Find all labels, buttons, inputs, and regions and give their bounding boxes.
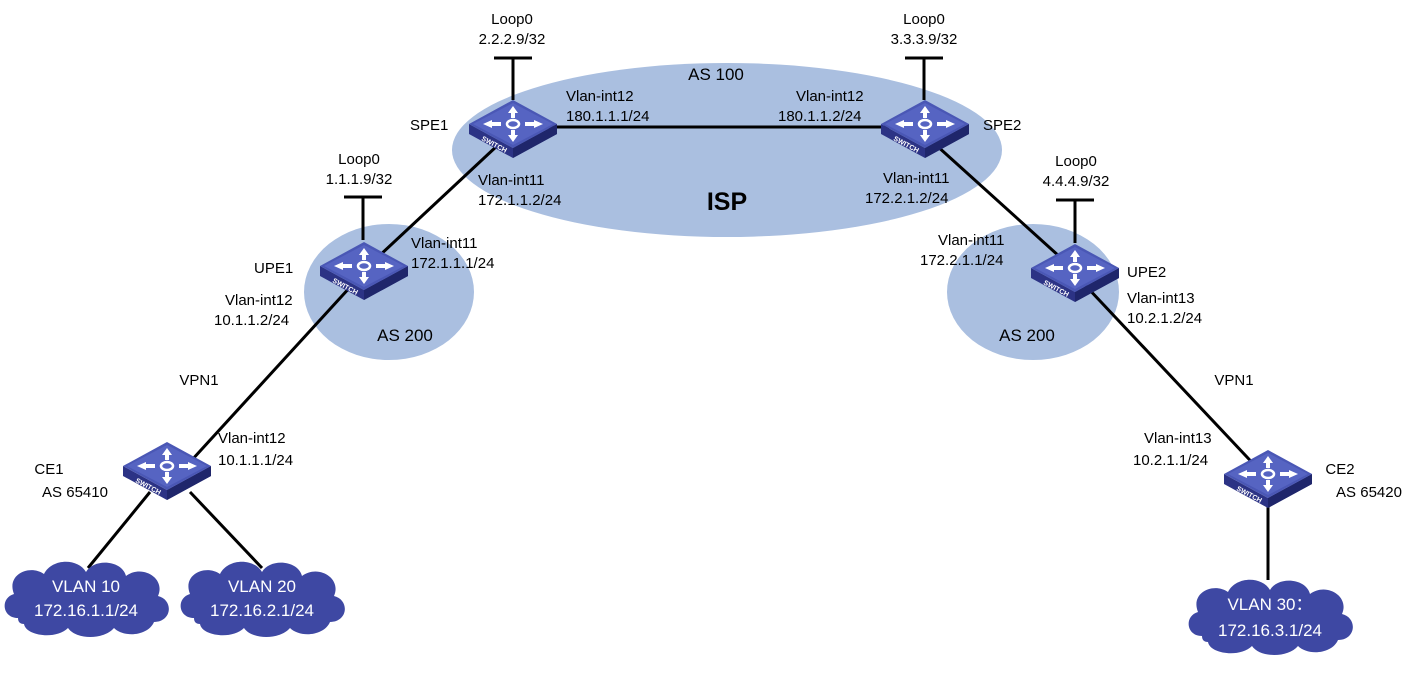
ce1-vlan12-ip: 10.1.1.1/24 (218, 452, 293, 469)
spe1-vlan12-name: Vlan-int12 (566, 88, 634, 105)
cloud-vlan30-name: VLAN 30： (1227, 595, 1312, 614)
link-ce1-vlan10 (86, 491, 152, 569)
ce2-name: CE2 (1325, 461, 1354, 478)
isp-as-label: AS 100 (688, 65, 744, 84)
vpn-label-left: VPN1 (179, 372, 218, 389)
ce1-vlan12-name: Vlan-int12 (218, 430, 286, 447)
cloud-vlan10-ip: 172.16.1.1/24 (34, 601, 138, 620)
ce2-vlan13-name: Vlan-int13 (1144, 430, 1212, 447)
loopback-stub-upe1 (344, 195, 382, 240)
link-spe2-upe2 (934, 143, 1062, 259)
upe2-as-label: AS 200 (999, 326, 1055, 345)
spe2-loop-ip: 3.3.3.9/32 (891, 31, 958, 48)
ce2-vlan13-ip: 10.2.1.1/24 (1133, 452, 1208, 469)
spe1-vlan12-ip: 180.1.1.1/24 (566, 108, 649, 125)
upe1-vlan12-ip: 10.1.1.2/24 (214, 312, 289, 329)
spe2-vlan12-ip: 180.1.1.2/24 (778, 108, 861, 125)
spe2-vlan11-ip: 172.2.1.2/24 (865, 190, 948, 207)
upe2-vlan13-ip: 10.2.1.2/24 (1127, 310, 1202, 327)
upe1-vlan12-name: Vlan-int12 (225, 292, 293, 309)
spe1-loop-ip: 2.2.2.9/32 (479, 31, 546, 48)
spe1-name: SPE1 (410, 117, 448, 134)
upe1-vlan11-name: Vlan-int11 (411, 235, 477, 252)
cloud-vlan30: VLAN 30： 172.16.3.1/24 (1188, 579, 1353, 655)
spe1-vlan11-ip: 172.1.1.2/24 (478, 192, 561, 209)
loopback-stub-spe1 (494, 56, 532, 100)
ce1-name: CE1 (34, 461, 63, 478)
link-ce1-vlan20 (188, 490, 264, 570)
switch-icon (121, 440, 213, 502)
upe1-name: UPE1 (254, 260, 293, 277)
cloud-vlan20-ip: 172.16.2.1/24 (210, 601, 314, 620)
link-spe1-upe1 (376, 143, 500, 259)
upe1-vlan11-ip: 172.1.1.1/24 (411, 255, 494, 272)
link-upe1-ce1 (178, 283, 354, 475)
spe2-loop-label: Loop0 (903, 11, 945, 28)
cloud-vlan20-name: VLAN 20 (228, 577, 296, 596)
vpn-label-right: VPN1 (1214, 372, 1253, 389)
upe2-name: UPE2 (1127, 264, 1166, 281)
upe2-vlan11-ip: 172.2.1.1/24 (920, 252, 1003, 269)
upe1-loop-label: Loop0 (338, 151, 380, 168)
upe2-vlan13-name: Vlan-int13 (1127, 290, 1195, 307)
isp-label: ISP (707, 188, 747, 216)
upe2-vlan11-name: Vlan-int11 (938, 232, 1004, 249)
cloud-vlan10: VLAN 10 172.16.1.1/24 (4, 561, 169, 637)
cloud-vlan10-name: VLAN 10 (52, 577, 120, 596)
upe1-loop-ip: 1.1.1.9/32 (326, 171, 393, 188)
upe2-loop-label: Loop0 (1055, 153, 1097, 170)
cloud-vlan30-ip: 172.16.3.1/24 (1218, 621, 1322, 640)
cloud-vlan20: VLAN 20 172.16.2.1/24 (180, 561, 345, 637)
upe1-as-label: AS 200 (377, 326, 433, 345)
loopback-stub-upe2 (1056, 198, 1094, 243)
ce1-as: AS 65410 (42, 484, 108, 501)
spe2-vlan11-name: Vlan-int11 (883, 170, 949, 187)
loopback-stub-spe2 (905, 56, 943, 100)
spe2-name: SPE2 (983, 117, 1021, 134)
spe2-vlan12-name: Vlan-int12 (796, 88, 864, 105)
upe2-loop-ip: 4.4.4.9/32 (1043, 173, 1110, 190)
isp-as-region (452, 63, 1002, 237)
switch-icon (1222, 448, 1314, 510)
spe1-loop-label: Loop0 (491, 11, 533, 28)
ce2-as: AS 65420 (1336, 484, 1402, 501)
link-upe2-ce2 (1083, 283, 1264, 475)
spe1-vlan11-name: Vlan-int11 (478, 172, 544, 189)
